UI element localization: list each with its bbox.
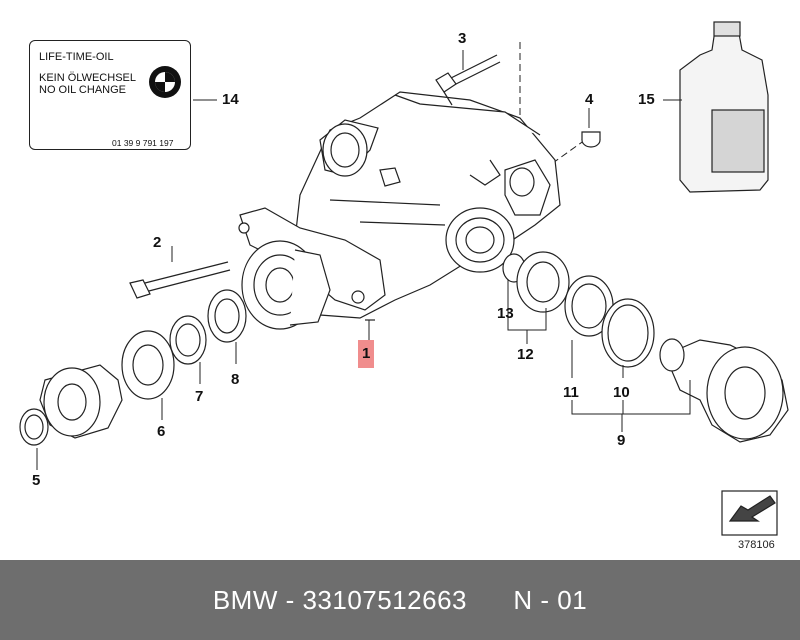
oil-label-line1: LIFE-TIME-OIL: [39, 51, 114, 63]
callout-3[interactable]: 3: [458, 30, 467, 47]
callout-2[interactable]: 2: [153, 234, 162, 251]
callout-4[interactable]: 4: [585, 91, 594, 108]
callout-9[interactable]: 9: [617, 432, 626, 449]
seal-rings-right: [502, 251, 655, 368]
footer-part-text: BMW - 33107512663 N - 01: [212, 584, 588, 615]
callout-6[interactable]: 6: [157, 423, 166, 440]
diagram-drawing: [19, 21, 789, 536]
callout-5[interactable]: 5: [32, 472, 41, 489]
diagram-number: 378106: [738, 539, 775, 551]
bmw-logo-icon: [149, 66, 181, 98]
flange-left: [39, 364, 123, 439]
callout-1[interactable]: 1: [358, 340, 375, 368]
callout-13[interactable]: 13: [497, 305, 514, 322]
callout-10[interactable]: 10: [613, 384, 630, 401]
parts-diagram: LIFE-TIME-OIL KEIN ÖLWECHSEL NO OIL CHAN…: [19, 21, 789, 551]
callout-8[interactable]: 8: [231, 371, 240, 388]
oil-label-line2: KEIN ÖLWECHSEL: [39, 72, 136, 84]
input-flange: [241, 240, 331, 330]
leader-lines: [36, 50, 691, 470]
oil-bottle-15: [679, 21, 769, 193]
plug-4: [581, 131, 601, 148]
direction-icon: [721, 490, 778, 536]
oil-label-sticker: LIFE-TIME-OIL KEIN ÖLWECHSEL NO OIL CHAN…: [29, 40, 191, 150]
output-flange-right: [659, 338, 789, 443]
differential-housing: [238, 91, 561, 321]
callout-7[interactable]: 7: [195, 388, 204, 405]
oil-label-part-number: 01 39 9 791 197: [112, 138, 174, 148]
oil-label-line3: NO OIL CHANGE: [39, 84, 126, 96]
bolt-2: [129, 261, 231, 299]
callout-14[interactable]: 14: [222, 91, 239, 108]
callout-15[interactable]: 15: [638, 91, 655, 108]
seal-rings-left: [19, 289, 247, 446]
callout-11[interactable]: 11: [563, 384, 579, 401]
callout-12[interactable]: 12: [517, 346, 534, 363]
footer-bar: BMW - 33107512663 N - 01: [0, 560, 800, 640]
bolt-3: [435, 54, 501, 106]
